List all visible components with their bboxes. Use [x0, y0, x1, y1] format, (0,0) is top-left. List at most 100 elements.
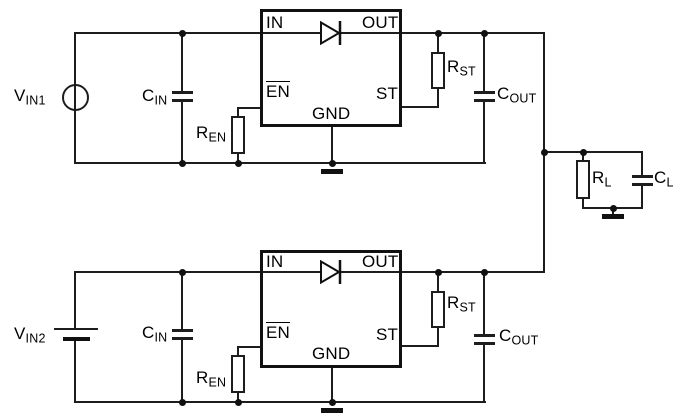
ren2-label: REN — [196, 368, 227, 390]
cout1-label-sub: OUT — [509, 91, 537, 106]
cl-capacitor-plate — [631, 183, 653, 186]
cin1-label-base: C — [142, 86, 155, 105]
junction-dot — [480, 268, 488, 276]
ren1-label-base: R — [196, 123, 209, 142]
cl-capacitor-plate — [631, 175, 653, 178]
cin2-capacitor-plate — [171, 329, 193, 332]
rl-label-sub: L — [604, 175, 612, 190]
junction-dot — [609, 204, 617, 212]
ic2-pin-in-label: IN — [266, 252, 284, 271]
wire-cout1-bottom — [483, 102, 485, 163]
wire-cout1-top — [483, 32, 485, 91]
ground-icon — [321, 408, 343, 413]
wire-gnd2-stub — [331, 366, 333, 402]
wire-gnd1-stub — [331, 125, 333, 163]
ideal-diode-ic-2 — [260, 250, 402, 368]
wire-ren2-stub-bottom — [237, 392, 239, 402]
cin2-label: CIN — [142, 323, 168, 345]
vin2-label-sub: IN2 — [25, 331, 46, 346]
ic2-pin-st-label: ST — [376, 325, 399, 344]
ic1-pin-out-label: OUT — [362, 13, 399, 32]
rl-label: RL — [592, 168, 612, 190]
wire-cout2-bottom — [483, 345, 485, 402]
diode-icon — [320, 259, 342, 285]
diode-icon — [320, 20, 342, 46]
wire-st2 — [401, 345, 438, 347]
wire-vin2-bottom — [74, 341, 76, 403]
cin1-capacitor-plate — [171, 99, 193, 102]
wire-rst1-stub-bottom — [437, 88, 439, 108]
wire-vin2-top — [74, 271, 76, 329]
rst1-resistor — [431, 52, 445, 89]
junction-dot — [178, 29, 186, 37]
cout1-capacitor-plate — [473, 91, 495, 94]
rst1-label-sub: ST — [459, 64, 476, 79]
cl-label-sub: L — [666, 175, 674, 190]
ren1-label-sub: EN — [208, 130, 227, 145]
wire-ren1-stub-top — [237, 107, 239, 117]
junction-dot — [234, 398, 242, 406]
vin1-label-base: V — [14, 86, 26, 105]
cl-label-base: C — [654, 168, 667, 187]
wire-cl-bottom — [641, 186, 643, 208]
cout2-label-sub: OUT — [511, 333, 539, 348]
junction-dot — [178, 159, 186, 167]
junction-dot — [434, 268, 442, 276]
vin1-source-icon — [62, 84, 89, 111]
wire-top-rail-2 — [74, 271, 545, 273]
wire-en1 — [237, 107, 261, 109]
ren2-resistor — [231, 355, 245, 393]
wire-rl-stub-bottom — [582, 198, 584, 208]
wire-load-tap — [543, 151, 643, 153]
cout1-label: COUT — [497, 84, 537, 106]
wire-cl-top — [641, 151, 643, 176]
ground-icon — [321, 169, 343, 174]
cin2-label-base: C — [142, 323, 155, 342]
rst2-resistor — [431, 291, 445, 328]
ren2-label-sub: EN — [208, 375, 227, 390]
vin2-label: VIN2 — [14, 324, 46, 346]
cout2-capacitor-plate — [473, 334, 495, 337]
ren1-label: REN — [196, 123, 227, 145]
rst2-label-sub: ST — [459, 300, 476, 315]
wire-cin2-bottom — [181, 340, 183, 402]
cin2-label-sub: IN — [154, 330, 168, 345]
cin2-capacitor-plate — [171, 337, 193, 340]
wire-bottom-rail-1 — [74, 162, 486, 164]
junction-dot — [434, 29, 442, 37]
ic2-pin-gnd-label: GND — [312, 344, 351, 363]
wire-ren2-stub-top — [237, 346, 239, 356]
ic1-pin-in-label: IN — [266, 13, 284, 32]
wire-en2 — [237, 346, 261, 348]
cout1-label-base: C — [497, 84, 510, 103]
rst1-label: RST — [447, 57, 476, 79]
wire-cout2-top — [483, 271, 485, 335]
wire-bottom-rail-2 — [74, 401, 486, 403]
cout2-label-base: C — [499, 326, 512, 345]
cin1-label-sub: IN — [154, 93, 168, 108]
wire-cin1-top — [181, 32, 183, 91]
ic2-pin-en-label: EN — [266, 322, 291, 343]
cout1-capacitor-plate — [473, 99, 495, 102]
ic2-pin-out-label: OUT — [362, 252, 399, 271]
ren2-label-base: R — [196, 368, 209, 387]
rl-label-base: R — [592, 168, 605, 187]
wire-rst1-stub-top — [437, 32, 439, 53]
wire-rst2-stub-bottom — [437, 327, 439, 347]
junction-dot — [328, 398, 336, 406]
wire-ren1-stub-bottom — [237, 153, 239, 163]
rst2-label-base: R — [447, 293, 460, 312]
rst1-label-base: R — [447, 57, 460, 76]
ideal-diode-ic-1 — [260, 9, 402, 127]
vin1-label: VIN1 — [14, 86, 46, 107]
cin1-capacitor-plate — [171, 91, 193, 94]
wire-cin2-top — [181, 271, 183, 329]
ren1-resistor — [231, 116, 245, 154]
vin2-label-base: V — [14, 324, 26, 343]
wire-top-rail-1 — [74, 32, 545, 34]
vin2-battery-plate-short — [63, 337, 90, 341]
ground-icon — [602, 214, 624, 219]
wire-cin1-bottom — [181, 102, 183, 163]
rl-resistor — [576, 160, 590, 199]
